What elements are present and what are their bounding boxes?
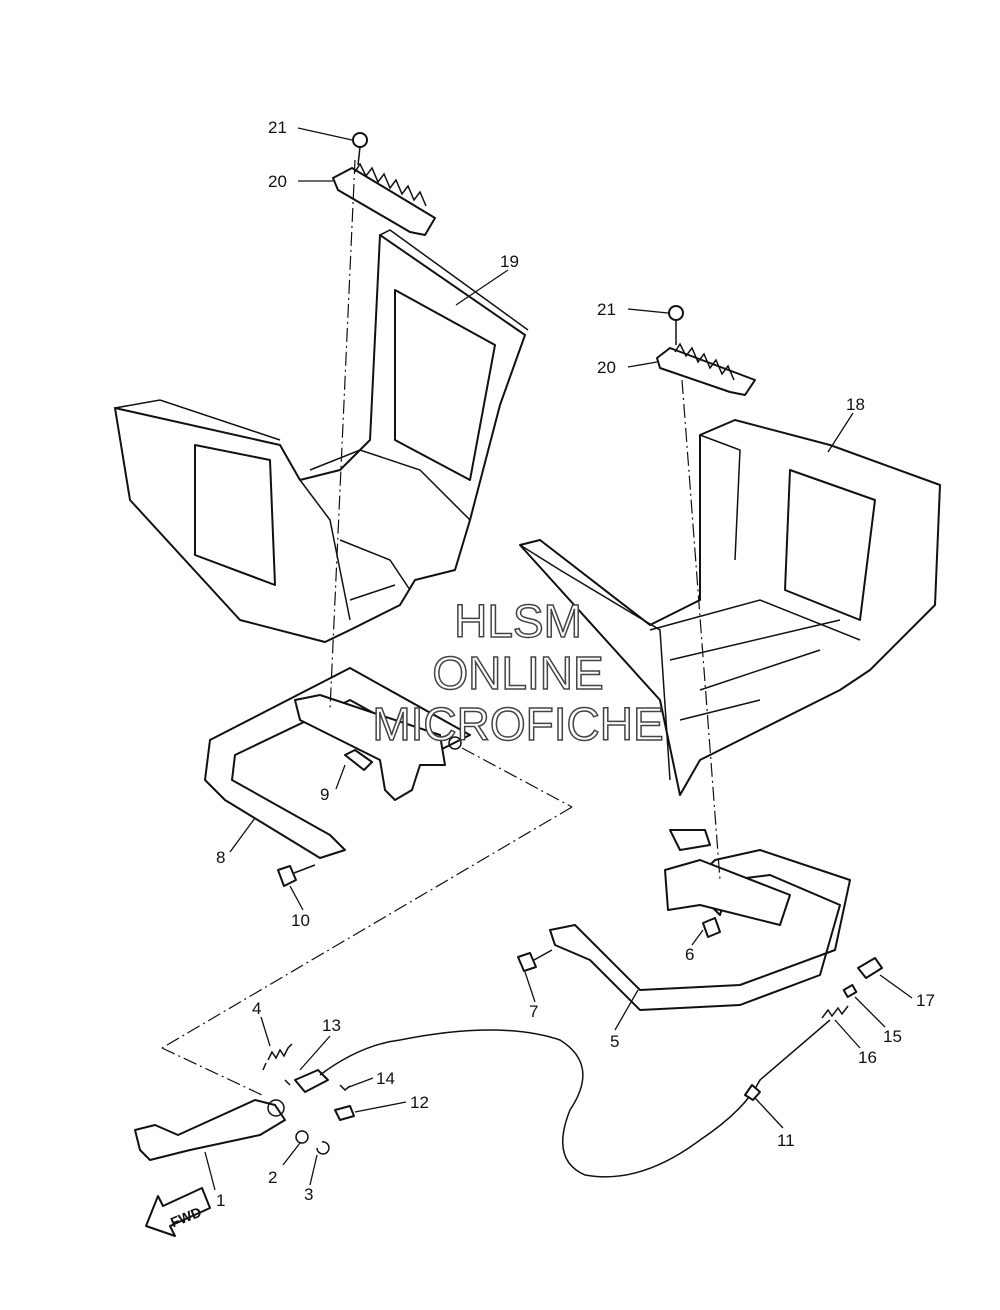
clevis-13 xyxy=(284,1069,329,1093)
callout-19: 19 xyxy=(500,252,519,271)
left-footrest-bracket xyxy=(204,667,471,859)
callout-3: 3 xyxy=(304,1185,313,1204)
brake-cable xyxy=(319,1019,831,1178)
callout-11: 11 xyxy=(777,1131,795,1150)
left-footrest xyxy=(114,229,529,643)
bolt-9 xyxy=(344,749,373,771)
bolt-6 xyxy=(702,917,721,938)
callout-7: 7 xyxy=(529,1002,538,1021)
clip-3 xyxy=(316,1141,330,1155)
collar-15 xyxy=(842,984,858,998)
footpeg-plate-right xyxy=(656,342,756,396)
bolt-10 xyxy=(277,864,316,887)
watermark-line-3: MICROFICHE xyxy=(372,698,663,750)
callout-1: 1 xyxy=(216,1191,225,1210)
callout-6: 6 xyxy=(685,945,694,964)
callout-16: 16 xyxy=(858,1048,877,1067)
callout-17: 17 xyxy=(916,991,935,1010)
bolt-21-right xyxy=(668,305,684,345)
spring-4 xyxy=(262,1043,293,1071)
callout-21-right: 21 xyxy=(597,300,616,319)
callout-12: 12 xyxy=(410,1093,429,1112)
callout-15: 15 xyxy=(883,1027,902,1046)
callout-9: 9 xyxy=(320,785,329,804)
installation-lines xyxy=(161,159,721,1096)
callout-10: 10 xyxy=(291,911,310,930)
brake-pedal xyxy=(134,1099,286,1161)
forward-arrow-icon: FWD xyxy=(145,1187,211,1237)
callout-13: 13 xyxy=(322,1016,341,1035)
pin-12 xyxy=(334,1105,355,1121)
bolt-21-left xyxy=(352,132,368,166)
leader-lines xyxy=(204,127,913,1191)
right-footrest-bracket xyxy=(549,829,851,1011)
callout-4: 4 xyxy=(252,999,261,1018)
footpeg-plate-left xyxy=(332,162,436,236)
right-footrest xyxy=(519,419,941,796)
watermark-line-1: HLSM xyxy=(454,595,582,647)
callout-5: 5 xyxy=(610,1032,619,1051)
spring-16 xyxy=(821,1005,849,1019)
watermark: HLSM ONLINE MICROFICHE xyxy=(372,594,665,751)
callout-2: 2 xyxy=(268,1168,277,1187)
watermark-line-2: ONLINE xyxy=(432,647,603,699)
callout-20-left: 20 xyxy=(268,172,287,191)
callout-14: 14 xyxy=(376,1069,395,1088)
callout-20-right: 20 xyxy=(597,358,616,377)
cotter-14 xyxy=(339,1084,351,1092)
callout-8: 8 xyxy=(216,848,225,867)
callouts: 21 20 19 21 20 18 9 8 10 6 7 5 17 15 16 … xyxy=(216,118,935,1210)
callout-18: 18 xyxy=(846,395,865,414)
bolt-7 xyxy=(517,949,553,972)
washer-2 xyxy=(295,1130,309,1144)
callout-21-left: 21 xyxy=(268,118,287,137)
joint-17 xyxy=(857,957,883,979)
